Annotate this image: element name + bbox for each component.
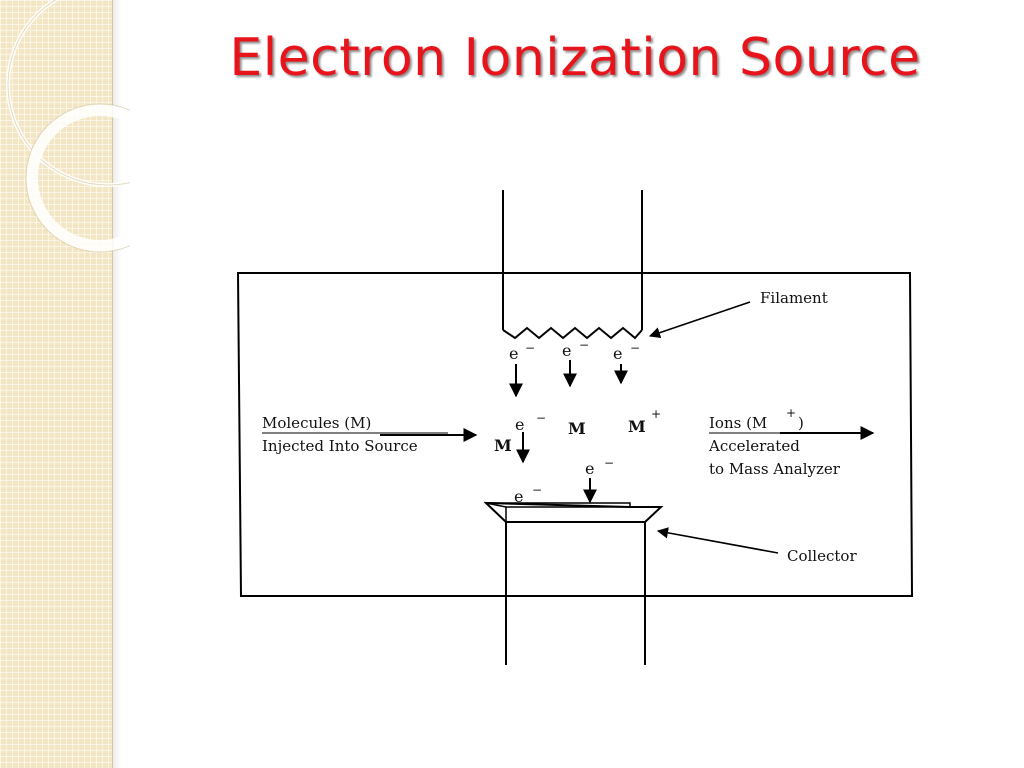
svg-text:−: − [536,411,546,425]
svg-text:e: e [515,415,524,434]
molecular-ion: M + [628,407,661,436]
source-chamber [236,272,914,597]
emitted-electron-3: e − [613,341,640,363]
svg-text:Injected Into Source: Injected Into Source [262,437,418,455]
svg-text:to Mass Analyzer: to Mass Analyzer [709,460,841,478]
electron-in-zone: e − [515,411,546,434]
filament [502,190,643,340]
svg-text:+: + [651,407,661,421]
slide-title: Electron Ionization Source [229,28,921,88]
neutral-molecule-center: M [568,419,586,438]
svg-text:−: − [630,341,640,355]
emitted-electron-2: e − [562,338,589,360]
filament-label: Filament [760,289,828,307]
svg-text:+: + [786,406,796,420]
collector-pointer-arrow [656,527,779,554]
svg-text:−: − [532,483,542,497]
molecules-inlet-label: Molecules (M) Injected Into Source [262,414,448,455]
electron-to-collector-2: e − [514,483,542,506]
svg-text:−: − [604,456,614,470]
svg-text:M: M [628,417,646,436]
svg-text:e: e [562,341,571,360]
svg-text:Accelerated: Accelerated [708,437,800,455]
svg-text:e: e [514,487,523,506]
neutral-molecule-left: M [494,436,512,455]
collector [483,501,664,665]
svg-text:e: e [613,344,622,363]
svg-text:e: e [585,459,594,478]
filament-pointer-arrow [648,301,751,339]
decorative-rings [6,0,130,253]
electron-to-collector-1: e − [585,456,614,478]
side-strip-shadow [112,0,122,768]
svg-text:−: − [525,341,535,355]
emitted-electron-1: e − [509,341,535,363]
svg-text:e: e [509,344,518,363]
svg-text:): ) [798,414,804,432]
svg-text:Ions (M: Ions (M [709,414,767,432]
svg-text:Molecules (M): Molecules (M) [262,414,371,432]
svg-text:−: − [579,338,589,352]
collector-label: Collector [787,547,857,565]
ions-outlet-label: Ions (M + ) Accelerated to Mass Analyzer [708,406,841,478]
